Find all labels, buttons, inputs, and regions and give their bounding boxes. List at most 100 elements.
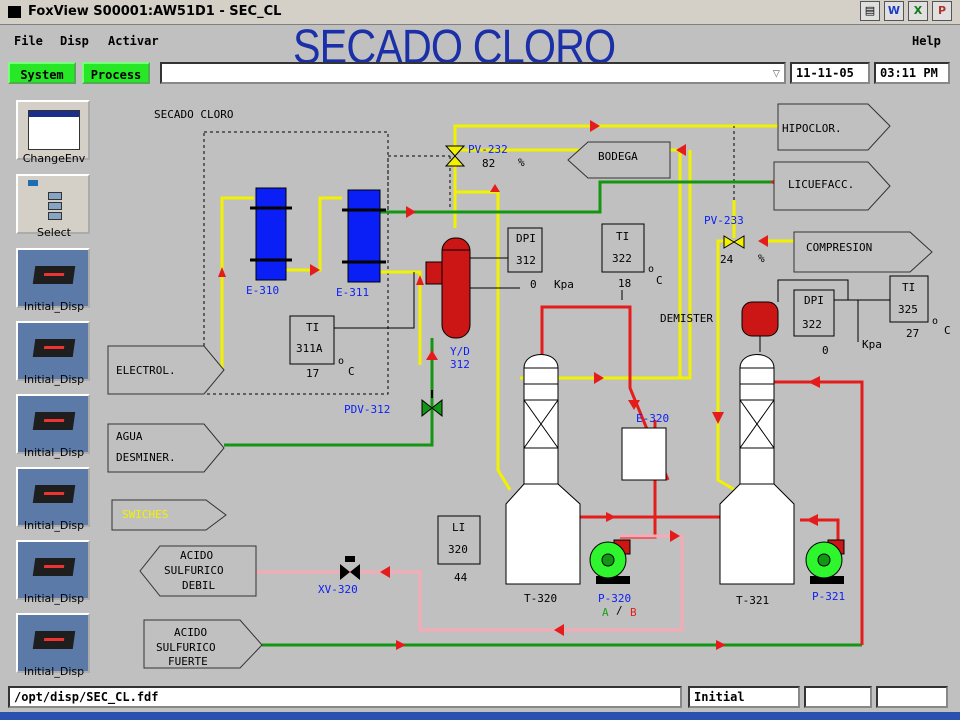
li320-box[interactable]	[437, 515, 481, 565]
powerpoint-icon[interactable]: P	[932, 1, 952, 21]
tower-t320[interactable]	[505, 354, 581, 585]
dpi322-unit: Kpa	[862, 338, 882, 351]
ti325-num: 325	[898, 303, 918, 316]
ti322-box[interactable]	[601, 223, 645, 273]
change-env-button[interactable]	[16, 100, 90, 160]
ti311a-value: 17	[306, 367, 319, 380]
display-thumbnail-icon	[32, 412, 76, 430]
pump-p320[interactable]	[589, 539, 631, 584]
ti325-box[interactable]	[889, 275, 929, 323]
e311-label: E-311	[336, 286, 369, 299]
display-thumbnail-icon	[32, 339, 76, 357]
dpi322-box[interactable]	[793, 289, 835, 337]
ti311a-tag: TI	[306, 321, 319, 334]
ti311a-box[interactable]	[289, 315, 335, 365]
valve-xv320[interactable]	[340, 556, 360, 580]
pdv312-tag: PDV-312	[344, 403, 390, 416]
initial-disp-button[interactable]	[16, 248, 90, 308]
acido-fuerte-label-3: FUERTE	[168, 655, 208, 668]
sidebar-item-label: Initial_Disp	[23, 519, 85, 532]
e310-label: E-310	[246, 284, 279, 297]
menu-activar[interactable]: Activar	[108, 34, 159, 48]
acido-fuerte-label-1: ACIDO	[174, 626, 207, 639]
pump-a-label: A	[602, 606, 609, 619]
system-button[interactable]: System	[8, 62, 76, 84]
valve-pdv312[interactable]	[421, 390, 443, 418]
initial-disp-button[interactable]	[16, 540, 90, 600]
demister-label: DEMISTER	[660, 312, 713, 325]
sidebar-item-label: ChangeEnv	[22, 152, 86, 165]
exchanger-e310[interactable]	[250, 187, 292, 281]
window-icon	[28, 110, 80, 150]
acido-fuerte-label-2: SULFURICO	[156, 641, 216, 654]
ti322-tag: TI	[616, 230, 629, 243]
process-diagram: SECADO CLORO	[100, 92, 960, 682]
pump-b-label: B	[630, 606, 637, 619]
pv232-tag: PV-232	[468, 143, 508, 156]
pump-sep-label: /	[616, 604, 623, 617]
sidebar-item-label: Select	[37, 226, 71, 239]
environment-field: Initial	[688, 686, 800, 708]
t321-label: T-321	[736, 594, 769, 607]
window-title: FoxView S00001:AW51D1 - SEC_CL	[28, 4, 282, 19]
li320-tag: LI	[452, 521, 465, 534]
acido-debil-label-1: ACIDO	[180, 549, 213, 562]
menu-disp[interactable]: Disp	[60, 34, 89, 48]
menu-help[interactable]: Help	[912, 34, 941, 48]
sidebar-item-label: Initial_Disp	[23, 665, 85, 678]
li320-num: 320	[448, 543, 468, 556]
dpi322-num: 322	[802, 318, 822, 331]
taskbar-strip	[0, 712, 960, 720]
command-input[interactable]: ▽	[160, 62, 786, 84]
pv232-unit: %	[518, 156, 525, 169]
flow-arrows	[218, 120, 820, 650]
app-icon[interactable]: ▤	[860, 1, 880, 21]
ti325-unit: C	[944, 324, 951, 337]
acido-debil-label-2: SULFURICO	[164, 564, 224, 577]
dpi312-unit: Kpa	[554, 278, 574, 291]
sidebar-item-label: Initial_Disp	[23, 300, 85, 313]
display-thumbnail-icon	[32, 485, 76, 503]
xv320-tag: XV-320	[318, 583, 358, 596]
process-button[interactable]: Process	[82, 62, 150, 84]
menu-bar: File Disp Activar Help	[0, 26, 960, 56]
menu-file[interactable]: File	[14, 34, 43, 48]
window-menu-icon[interactable]	[8, 6, 21, 18]
ti325-deg: o	[932, 316, 938, 327]
exchanger-e311[interactable]	[342, 189, 386, 283]
area-label: SECADO CLORO	[154, 108, 233, 121]
initial-disp-button[interactable]	[16, 613, 90, 673]
display-thumbnail-icon	[32, 558, 76, 576]
dropdown-arrow-icon[interactable]: ▽	[772, 66, 780, 80]
ti311a-deg: o	[338, 356, 344, 367]
time-field: 03:11 PM	[874, 62, 950, 84]
ti311a-unit: C	[348, 365, 355, 378]
pv233-unit: %	[758, 252, 765, 265]
tower-t321[interactable]	[719, 354, 795, 585]
dpi322-value: 0	[822, 344, 829, 357]
water-lines	[224, 180, 862, 647]
initial-disp-button[interactable]	[16, 394, 90, 454]
word-icon[interactable]: W	[884, 1, 904, 21]
acido-debil-label-3: DEBIL	[182, 579, 215, 592]
initial-disp-button[interactable]	[16, 467, 90, 527]
licuefacc-label: LICUEFACC.	[788, 178, 854, 191]
agua-label: AGUA	[116, 430, 143, 443]
exchanger-e320[interactable]	[621, 427, 667, 481]
dpi312-box[interactable]	[507, 227, 543, 273]
sidebar-item-label: Initial_Disp	[23, 373, 85, 386]
hipoclor-label: HIPOCLOR.	[782, 122, 842, 135]
demister-vessel[interactable]	[741, 301, 779, 337]
demister-vessel-yd312[interactable]	[425, 237, 471, 339]
p321-label: P-321	[812, 590, 845, 603]
pump-p321[interactable]	[805, 539, 845, 584]
yd312-label-1: Y/D	[450, 345, 470, 358]
excel-icon[interactable]: X	[908, 1, 928, 21]
ti311a-num: 311A	[296, 342, 323, 355]
dpi312-tag: DPI	[516, 232, 536, 245]
valve-pv232[interactable]	[444, 145, 466, 167]
select-button[interactable]	[16, 174, 90, 234]
valve-pv233[interactable]	[723, 235, 745, 249]
swiches-label[interactable]: SWICHES	[122, 508, 168, 521]
initial-disp-button[interactable]	[16, 321, 90, 381]
